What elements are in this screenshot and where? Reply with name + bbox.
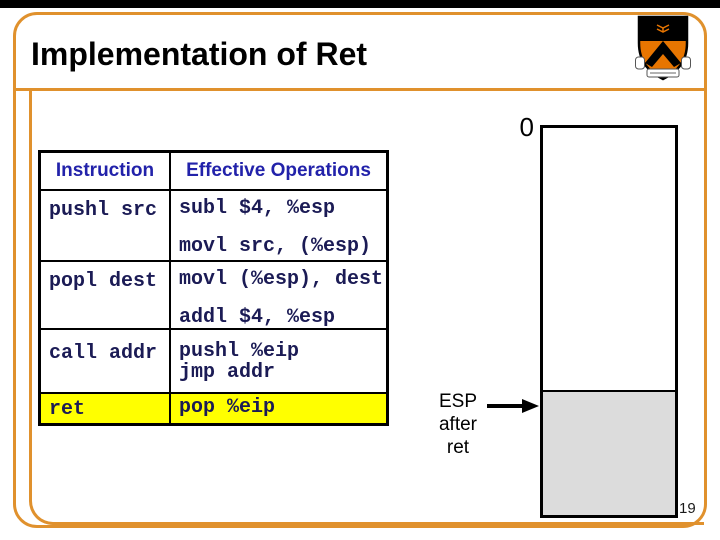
esp-pointer-label: ESP after ret — [421, 390, 495, 459]
memory-address-zero-label: 0 — [519, 112, 534, 142]
operations-cell: pop %eip — [169, 392, 389, 426]
top-black-bar — [0, 0, 720, 8]
table-row-call: call addr pushl %eip jmp addr — [38, 328, 389, 394]
instruction-cell: ret — [38, 392, 171, 426]
slide-title: Implementation of Ret — [31, 36, 368, 72]
operation-line: subl $4, %esp — [179, 197, 336, 220]
operations-cell: pushl %eip jmp addr — [169, 328, 389, 394]
esp-label-line: ESP — [438, 391, 478, 412]
instruction-cell: call addr — [38, 328, 171, 394]
table-header-row: Instruction Effective Operations — [38, 150, 389, 191]
instruction-cell: popl dest — [38, 260, 171, 330]
header-effective-operations: Effective Operations — [169, 150, 389, 191]
esp-label-line: ret — [446, 437, 470, 458]
content-frame — [29, 91, 704, 525]
table-row-ret: ret pop %eip — [38, 392, 389, 426]
header-instruction: Instruction — [38, 150, 171, 191]
table-row-pushl: pushl src subl $4, %esp movl src, (%esp) — [38, 189, 389, 262]
university-crest-icon — [635, 15, 691, 86]
page-number: 19 — [679, 500, 696, 517]
operation-line: movl src, (%esp) — [179, 235, 372, 258]
memory-stack-diagram — [540, 125, 678, 518]
operation-line: pushl %eip — [179, 340, 300, 363]
operation-line: movl (%esp), dest — [179, 268, 384, 291]
title-divider-line — [15, 88, 705, 91]
table-row-popl: popl dest movl (%esp), dest addl $4, %es… — [38, 260, 389, 330]
instruction-table: Instruction Effective Operations pushl s… — [38, 150, 389, 426]
operation-line: addl $4, %esp — [179, 306, 336, 329]
esp-label-line: after — [438, 414, 478, 435]
instruction-cell: pushl src — [38, 189, 171, 262]
slide-border-frame — [13, 12, 707, 528]
esp-pointer-arrow-icon — [486, 398, 540, 419]
stack-filled-region — [543, 390, 675, 515]
operations-cell: movl (%esp), dest addl $4, %esp — [169, 260, 389, 330]
operation-line: jmp addr — [179, 361, 276, 384]
operations-cell: subl $4, %esp movl src, (%esp) — [169, 189, 389, 262]
operation-line: pop %eip — [179, 396, 276, 419]
